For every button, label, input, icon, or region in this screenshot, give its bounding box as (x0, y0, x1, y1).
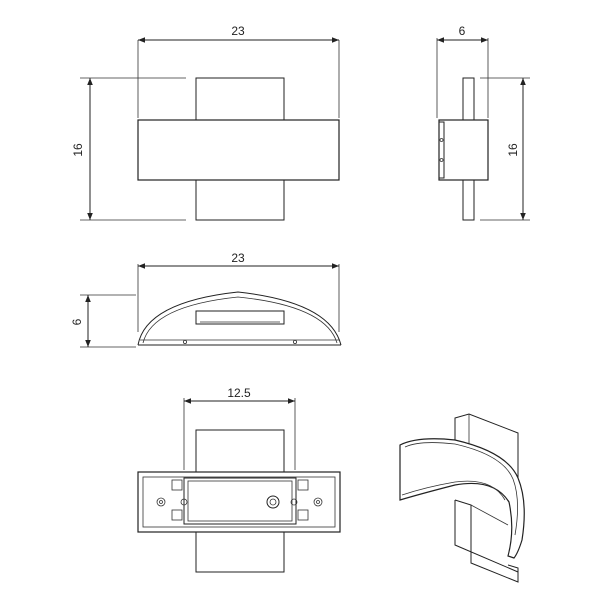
isometric-view (399, 413, 525, 583)
back-mount-width-label: 12.5 (227, 386, 251, 400)
side-mount-strip (438, 121, 445, 179)
front-width-label: 23 (231, 24, 245, 38)
top-width-label: 23 (231, 251, 245, 265)
connector-right (290, 498, 298, 506)
screw-hole-left (156, 497, 166, 507)
connector-center (266, 495, 280, 509)
front-horizontal-shade (137, 119, 340, 181)
top-depth-label: 6 (70, 318, 84, 325)
top-arc-shade-inner (142, 296, 338, 344)
top-view: 23 6 (70, 251, 342, 348)
screw-hole-right (313, 497, 323, 507)
side-view: 6 16 (436, 24, 530, 221)
connector-left (180, 498, 188, 506)
back-mounting-bracket (183, 477, 297, 525)
top-arc-shade-outer (137, 291, 342, 346)
top-light-window (195, 310, 285, 325)
side-body (438, 119, 489, 181)
iso-back-plate-bottom (454, 499, 519, 583)
iso-curved-shade (399, 438, 525, 559)
side-width-label: 6 (459, 24, 466, 38)
front-view: 23 16 (71, 24, 340, 221)
front-height-label: 16 (71, 143, 85, 157)
back-view: 12.5 (137, 386, 341, 573)
side-height-label: 16 (506, 143, 520, 157)
